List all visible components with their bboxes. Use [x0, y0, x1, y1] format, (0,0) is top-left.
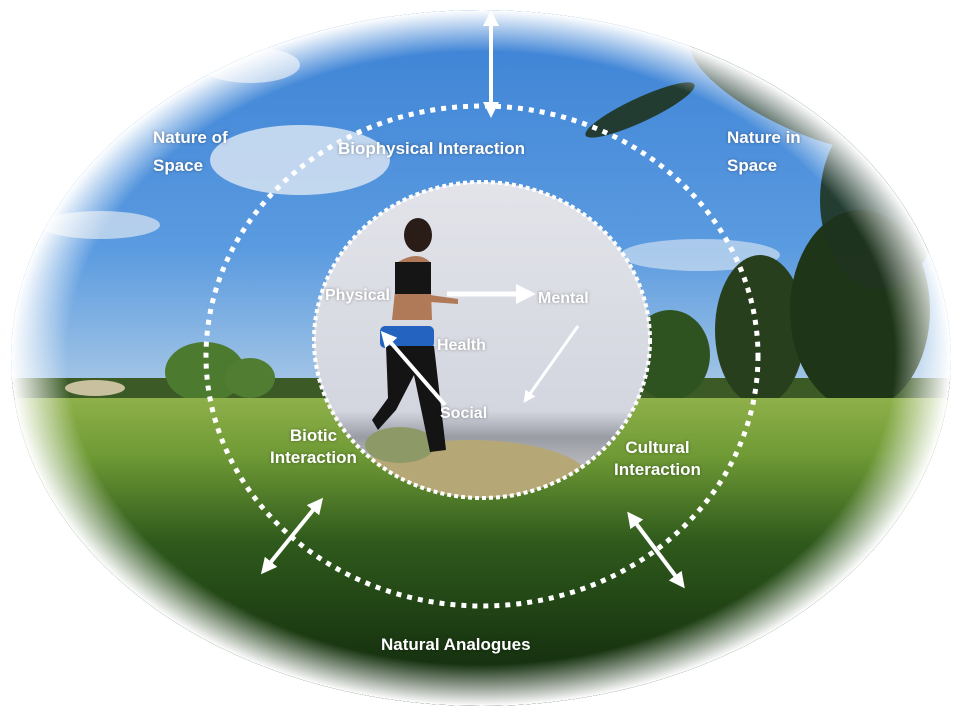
biotic-double-arrow [260, 497, 324, 575]
outer-dotted-ring [203, 103, 761, 609]
cultural-interaction-label: Cultural Interaction [614, 438, 701, 479]
inner-dotted-ring [312, 180, 652, 500]
runner-figure [372, 218, 458, 452]
biotic-interaction-label: Biotic Interaction [270, 426, 357, 467]
mental-to-social-arrow [523, 325, 580, 403]
social-label: Social [440, 405, 488, 422]
physical-label: Physical [325, 287, 390, 304]
cultural-double-arrow [627, 511, 685, 589]
nature-in-space-label: Nature in Space [727, 128, 801, 175]
mental-label: Mental [538, 290, 589, 307]
health-label: Health [437, 337, 486, 354]
nature-of-space-label: Nature of Space [153, 128, 228, 175]
social-to-physical-arrow [380, 330, 447, 407]
inner-health-circle [314, 182, 650, 498]
natural-analogues-label: Natural Analogues [381, 635, 531, 654]
biophysical-interaction-label: Biophysical Interaction [338, 139, 526, 158]
